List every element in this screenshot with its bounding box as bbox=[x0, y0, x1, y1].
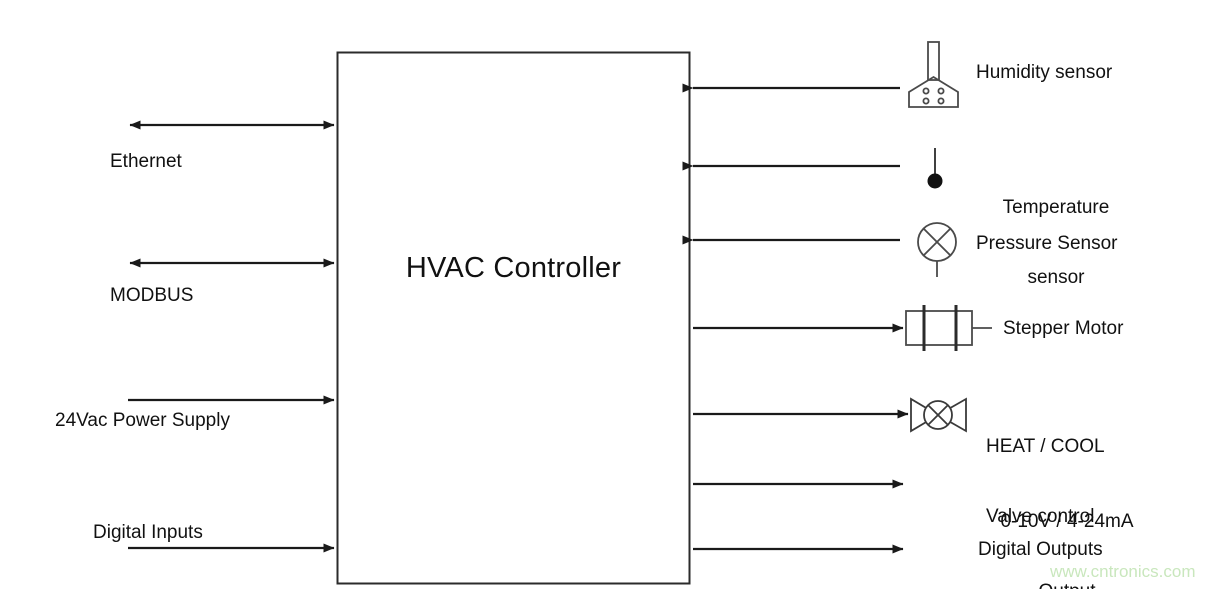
pressure-sensor-icon bbox=[917, 222, 957, 277]
temperature-sensor-icon bbox=[927, 148, 943, 189]
controller-box bbox=[336, 51, 691, 585]
stepper-motor-icon bbox=[905, 305, 992, 351]
label-digital-outputs: Digital Outputs bbox=[978, 539, 1103, 560]
label-power-supply: 24Vac Power Supply bbox=[55, 410, 230, 431]
label-valve-control-line1: HEAT / COOL bbox=[986, 436, 1105, 458]
label-stepper-motor: Stepper Motor bbox=[1003, 318, 1124, 339]
label-digital-inputs: Digital Inputs bbox=[93, 522, 203, 543]
label-pressure-sensor: Pressure Sensor bbox=[976, 233, 1118, 254]
label-analog-output-line1: 0-10V / 4-24mA bbox=[1000, 511, 1134, 533]
valve-icon bbox=[910, 397, 967, 433]
humidity-sensor-icon bbox=[908, 41, 959, 108]
label-valve-control: HEAT / COOL Valve control bbox=[986, 389, 1105, 574]
controller-label: HVAC Controller bbox=[405, 252, 622, 284]
label-analog-output: 0-10V / 4-24mA Output bbox=[977, 464, 1157, 589]
label-temperature-sensor-line2: sensor bbox=[1027, 266, 1085, 288]
label-modbus: MODBUS bbox=[110, 285, 194, 306]
label-temperature-sensor-line1: Temperature bbox=[1002, 197, 1110, 219]
label-analog-output-line2: Output bbox=[977, 580, 1157, 589]
watermark: www.cntronics.com bbox=[1050, 562, 1196, 581]
label-valve-control-line2: Valve control bbox=[986, 505, 1095, 527]
label-temperature-sensor: Temperature sensor bbox=[971, 150, 1141, 335]
label-ethernet: Ethernet bbox=[110, 151, 182, 172]
label-humidity-sensor: Humidity sensor bbox=[976, 62, 1113, 83]
